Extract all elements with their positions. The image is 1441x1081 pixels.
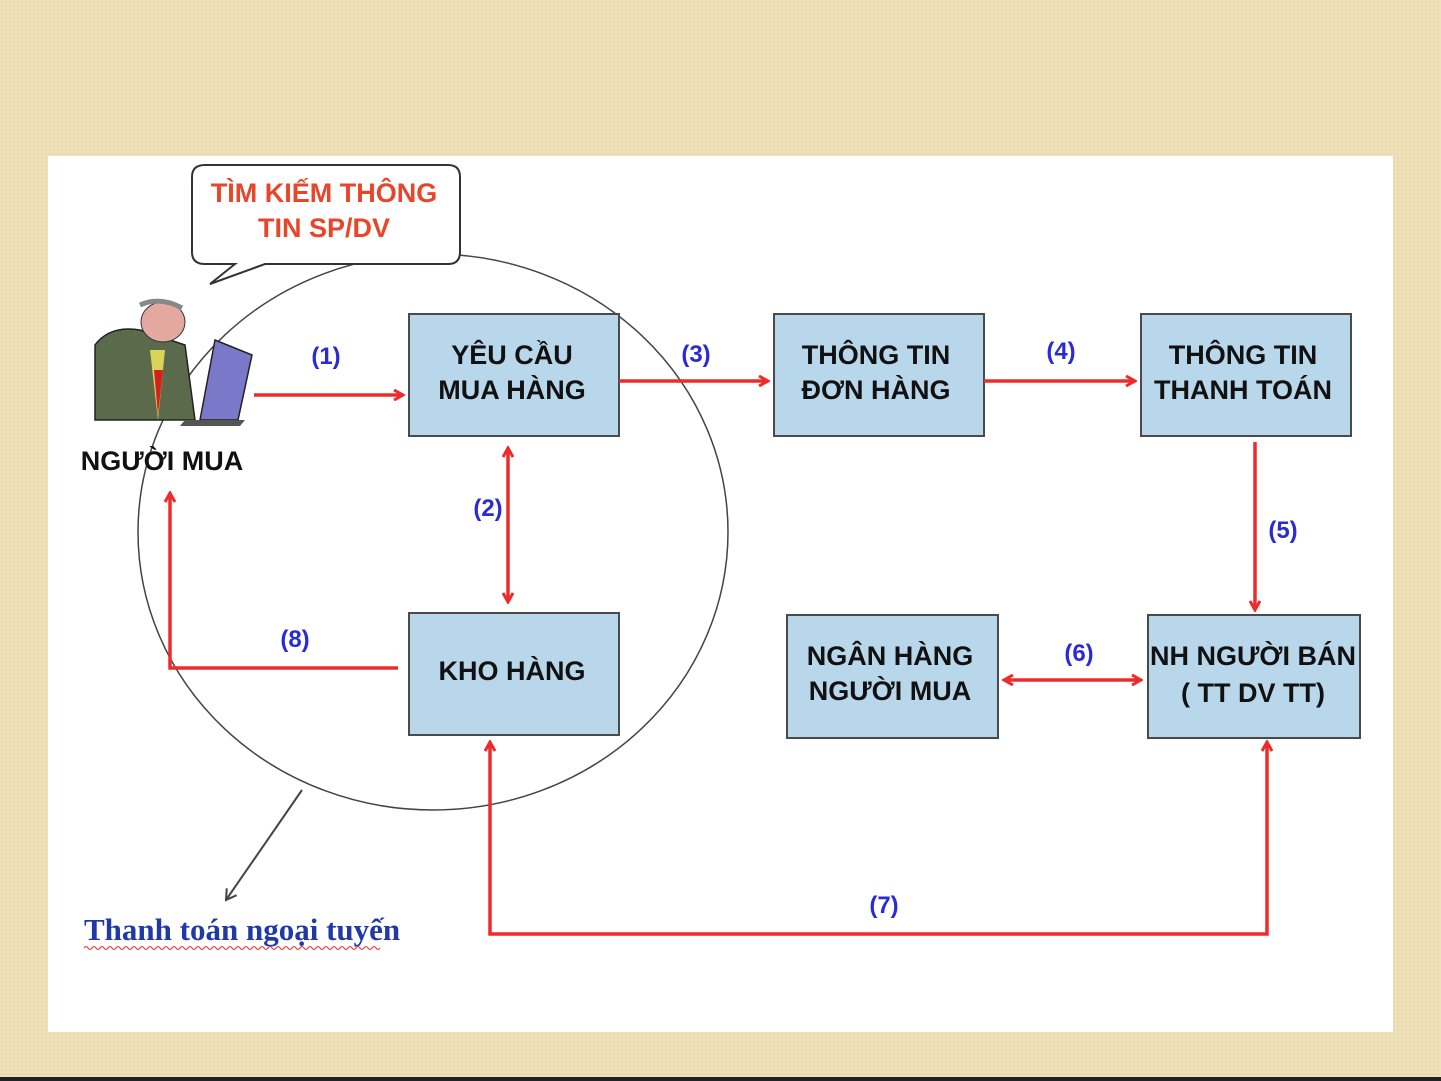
spellcheck-underline [83,945,381,951]
box-text: ( TT DV TT) [1181,678,1325,708]
box-text: NGÂN HÀNG [807,640,974,671]
offline-payment-label: Thanh toán ngoại tuyến [84,912,400,947]
step-label-1: (1) [311,343,340,370]
seller-bank-box: NH NGƯỜI BÁN ( TT DV TT) [1147,614,1361,739]
buyer-label: NGƯỜI MUA [81,445,243,476]
box-text: YÊU CẦU [451,339,573,370]
step-label-2: (2) [473,495,502,522]
buyer-bank-box: NGÂN HÀNG NGƯỜI MUA [786,614,999,739]
arrow-step-8 [170,493,398,670]
box-text: THÔNG TIN [1169,339,1318,370]
box-text: NH NGƯỜI BÁN [1150,640,1356,671]
offline-pointer-arrow [224,789,303,902]
bottom-border [0,1077,1441,1081]
step-label-8: (8) [280,626,309,653]
callout-line1: TÌM KIẾM THÔNG [211,177,437,208]
buyer-computer-icon [94,298,253,426]
purchase-request-box: YÊU CẦU MUA HÀNG [408,313,620,437]
box-text: THÔNG TIN [802,339,951,370]
callout-line2: TIN SP/DV [258,213,390,243]
arrow-step-7 [490,742,1267,936]
step-label-5: (5) [1268,517,1297,544]
step-label-6: (6) [1064,640,1093,667]
search-info-callout: TÌM KIẾM THÔNG TIN SP/DV [191,164,461,285]
warehouse-box: KHO HÀNG [408,612,620,736]
step-label-3: (3) [681,341,710,368]
box-text: ĐƠN HÀNG [801,374,950,405]
box-text: KHO HÀNG [439,655,586,686]
box-text: MUA HÀNG [438,374,586,405]
payment-info-box: THÔNG TIN THANH TOÁN [1140,313,1352,437]
order-info-box: THÔNG TIN ĐƠN HÀNG [773,313,985,437]
step-label-4: (4) [1046,338,1075,365]
box-text: THANH TOÁN [1154,374,1332,405]
box-text: NGƯỜI MUA [809,675,971,706]
step-label-7: (7) [869,892,898,919]
